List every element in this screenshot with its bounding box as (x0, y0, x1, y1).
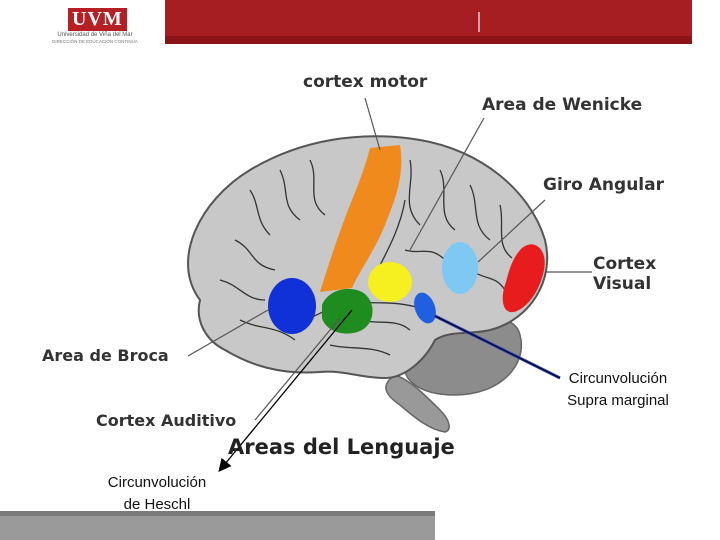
annotation-heschl: Circunvolución de Heschl (82, 472, 232, 516)
header-banner-shadow (165, 36, 692, 44)
heschl-arrow (218, 309, 353, 473)
annotation-supramarginal: Circunvolución Supra marginal (548, 368, 688, 412)
visual-cortex-region (502, 244, 545, 313)
logo-mark: UVM (68, 8, 127, 31)
brainstem (385, 374, 450, 433)
angular-gyrus-region (442, 242, 478, 294)
annotation-heschl-line1: Circunvolución (107, 474, 207, 491)
logo-department-name: DIRECCIÓN DE EDUCACIÓN CONTINUA (52, 39, 138, 44)
annotation-supramarginal-line2: Supra marginal (567, 392, 669, 409)
supramarginal-arrow-core (434, 315, 561, 379)
diagram-title: Areas del Lenguaje (228, 435, 455, 459)
label-cortex-motor: cortex motor (303, 72, 428, 92)
label-wernicke-area: Area de Wenicke (482, 95, 643, 115)
label-visual-cortex-line1: Cortex (593, 254, 657, 274)
label-broca-area: Area de Broca (42, 346, 169, 365)
leader-lines (187, 97, 592, 421)
footer-bar-shadow (0, 511, 435, 516)
motor-cortex-region (320, 145, 402, 292)
broca-area-region (268, 278, 316, 334)
label-auditory-cortex: Cortex Auditivo (96, 411, 237, 430)
annotation-heschl-line2: de Heschl (123, 496, 191, 513)
header-divider (478, 12, 480, 32)
wernicke-area-region (368, 262, 412, 302)
supramarginal-gyrus-region (414, 292, 436, 324)
label-angular-gyrus: Giro Angular (543, 175, 664, 195)
annotation-supramarginal-line1: Circunvolución (568, 370, 668, 387)
logo-university-name: Universidad de Viña del Mar (57, 32, 133, 38)
label-visual-cortex-line2: Visual (593, 274, 652, 294)
auditory-cortex-region (322, 288, 373, 334)
uvm-logo: UVM Universidad de Viña del Mar DIRECCIÓ… (40, 6, 150, 46)
